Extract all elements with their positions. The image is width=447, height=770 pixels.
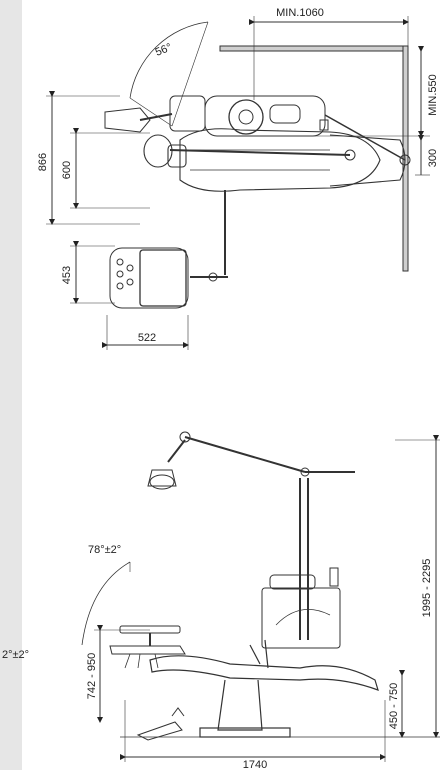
assistant-arm: [169, 114, 411, 166]
min-clearance-label: MIN.550: [427, 74, 439, 116]
side-view: [81, 431, 440, 762]
spittoon-unit-side: [261, 567, 341, 649]
light-height-label: 1995 - 2295: [421, 559, 433, 618]
width-600-label: 600: [61, 161, 73, 179]
depth-866-label: 866: [37, 153, 49, 171]
operating-light: [147, 431, 355, 640]
foot-control: [136, 707, 185, 741]
tray-522-label: 522: [138, 332, 156, 344]
spittoon-block: [204, 95, 329, 137]
offset-300-label: 300: [427, 149, 439, 167]
chair-side: [149, 639, 379, 738]
instrument-tray-side: [109, 625, 186, 669]
instrument-holder-top: [104, 95, 206, 133]
tray-453-label: 453: [61, 266, 73, 284]
angle-56-label: 56°: [154, 41, 174, 58]
min-width-label: MIN.1060: [276, 7, 324, 19]
overall-length-label: 1740: [243, 759, 267, 770]
tray-top: [109, 190, 228, 309]
backrest-angle-label: 78°±2°: [88, 544, 121, 556]
top-view: [46, 16, 430, 350]
seat-height-label: 450 - 750: [388, 683, 400, 729]
tray-height-label: 742 - 950: [86, 653, 98, 699]
side-margin-strip: [0, 0, 22, 770]
tilt-angle-label: 2°±2°: [2, 649, 29, 661]
